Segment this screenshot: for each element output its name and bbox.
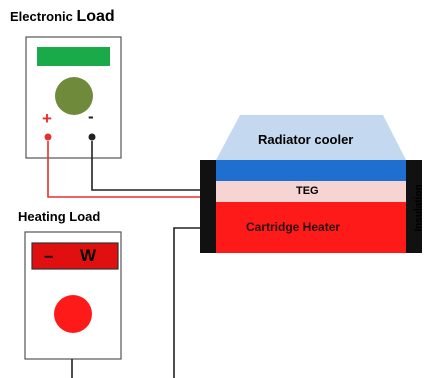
heater-wire-right bbox=[173, 227, 200, 378]
plus-label: + bbox=[42, 109, 52, 128]
insulation-right bbox=[406, 160, 422, 253]
heating-load-title: Heating Load bbox=[18, 209, 101, 224]
electronic-load-display bbox=[37, 47, 110, 66]
insulation-left bbox=[200, 160, 216, 253]
electronic-load-title-prefix: Electronic bbox=[10, 9, 73, 24]
minus-label: - bbox=[88, 107, 94, 126]
black-wire bbox=[91, 141, 200, 191]
electronic-load-knob bbox=[55, 77, 93, 115]
insulation-label: Insulation bbox=[413, 184, 425, 232]
cartridge-heater bbox=[216, 202, 406, 253]
positive-terminal bbox=[44, 133, 52, 141]
negative-terminal bbox=[88, 133, 96, 141]
electronic-load-title: Electronic Load bbox=[10, 9, 115, 25]
heating-load-knob bbox=[54, 295, 92, 333]
electronic-load-title-suffix: Load bbox=[76, 8, 115, 25]
cooler-plate bbox=[216, 160, 406, 181]
heating-display-unit: W bbox=[80, 246, 97, 265]
heating-display-dash: – bbox=[44, 246, 54, 265]
heating-load-display bbox=[31, 242, 119, 270]
radiator-cooler bbox=[216, 115, 406, 160]
radiator-cooler-label: Radiator cooler bbox=[258, 132, 354, 147]
teg-label: TEG bbox=[296, 185, 319, 197]
teg-layer bbox=[216, 181, 406, 202]
cartridge-heater-label: Cartridge Heater bbox=[246, 220, 341, 234]
red-wire bbox=[47, 141, 200, 198]
